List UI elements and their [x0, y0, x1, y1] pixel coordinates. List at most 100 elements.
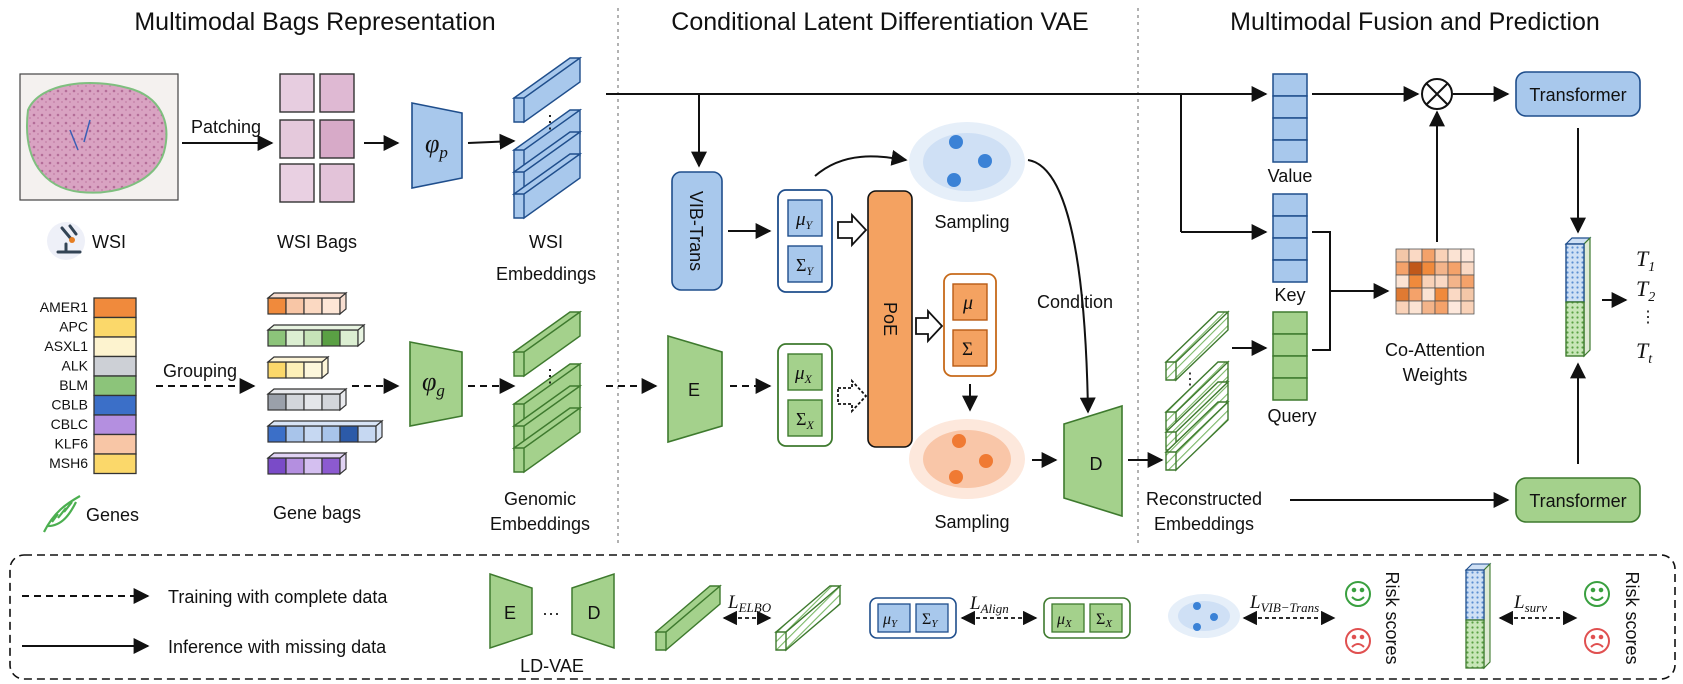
- mu-sigma-x-box: μX ΣX: [777, 343, 833, 447]
- reconstructed-label-line1: Reconstructed: [1146, 489, 1262, 509]
- phi-p-encoder: [411, 102, 463, 189]
- svg-text:D: D: [588, 603, 601, 623]
- phi-g-encoder: [409, 341, 463, 427]
- heatmap-cell: [1460, 261, 1475, 276]
- transformer-bottom-block: [1515, 477, 1641, 523]
- gene-name: ALK: [62, 358, 89, 374]
- wsi-bags-grid: [279, 73, 355, 203]
- heatmap-cell: [1408, 274, 1423, 289]
- heatmap-cell: [1447, 300, 1462, 315]
- gene-swatch: [93, 297, 137, 319]
- wsi-embeddings-stack: [511, 56, 583, 220]
- dna-icon: [43, 495, 81, 533]
- recon-vdots: ⋮: [1182, 371, 1198, 388]
- gene-row: APC: [59, 316, 137, 338]
- gene-row: BLM: [59, 375, 137, 397]
- vib-trans-block: [671, 171, 723, 291]
- legend-dashed-text: Training with complete data: [168, 587, 388, 607]
- heatmap-cell: [1447, 287, 1462, 302]
- heatmap-cell: [1395, 300, 1410, 315]
- sampling-blue-blob: [909, 122, 1025, 202]
- transformer-top-block: [1515, 71, 1641, 117]
- phi-p-symbol: φp: [425, 129, 448, 162]
- gene-name: APC: [59, 319, 88, 335]
- legend-box: [9, 554, 1676, 680]
- title-fusion: Multimodal Fusion and Prediction: [1230, 8, 1600, 36]
- happy-face-icon-2: [1584, 581, 1610, 607]
- gene-swatch: [93, 414, 137, 436]
- gene-row: CBLB: [51, 394, 137, 416]
- vib-trans-label: VIB-Trans: [686, 191, 706, 271]
- gene-swatch: [93, 433, 137, 455]
- legend-vib: LVIB−Trans: [1168, 592, 1336, 638]
- heatmap-cell: [1434, 248, 1449, 263]
- gene-swatch: [93, 316, 137, 338]
- condition-label: Condition: [1037, 292, 1113, 312]
- svg-text:LD-VAE: LD-VAE: [520, 656, 584, 676]
- title-bags: Multimodal Bags Representation: [134, 8, 495, 36]
- svg-text:LAlign: LAlign: [969, 593, 1009, 616]
- heatmap-cell: [1434, 261, 1449, 276]
- heatmap-cell: [1460, 248, 1475, 263]
- heatmap-cell: [1395, 287, 1410, 302]
- wsi-embeddings-vdots: ⋮: [541, 112, 559, 132]
- query-stack: [1272, 311, 1308, 401]
- genomic-embeddings-vdots: ⋮: [541, 366, 559, 386]
- gene-bags: [266, 291, 384, 476]
- svg-text:LVIB−Trans: LVIB−Trans: [1249, 592, 1319, 615]
- svg-text:μ: μ: [962, 292, 973, 314]
- gene-row: MSH6: [49, 453, 137, 475]
- microscope-icon: [47, 222, 85, 260]
- svg-text:Σ: Σ: [962, 339, 973, 360]
- patching-label: Patching: [191, 117, 261, 137]
- heatmap-cell: [1408, 287, 1423, 302]
- poe-to-mu-hollow-arrow: [915, 308, 944, 344]
- heatmap-cell: [1408, 300, 1423, 315]
- gene-swatch: [93, 394, 137, 416]
- value-label: Value: [1268, 166, 1313, 186]
- gene-name: MSH6: [49, 455, 88, 471]
- phi-g-symbol: φg: [422, 367, 445, 400]
- mu-sigma-box: μ Σ: [943, 273, 997, 377]
- heatmap-cell: [1395, 274, 1410, 289]
- key-stack: [1272, 193, 1308, 283]
- gene-row: AMER1: [40, 297, 137, 319]
- decoder-d: [1063, 404, 1123, 518]
- poe-block: [867, 190, 913, 448]
- transformer-bottom-label: Transformer: [1529, 491, 1626, 511]
- heatmap-cell: [1421, 248, 1436, 263]
- heatmap-cell: [1460, 274, 1475, 289]
- muy-to-sampling-arrow: [814, 149, 908, 177]
- svg-text:ΣX: ΣX: [796, 409, 814, 432]
- poe-label: PoE: [880, 302, 900, 336]
- genes-label: Genes: [86, 505, 139, 525]
- reconstructed-embeddings-stack: [1164, 310, 1230, 472]
- multiply-icon: [1421, 78, 1453, 110]
- fused-embedding-bar: [1564, 236, 1592, 358]
- output-vdots: ⋮: [1640, 309, 1656, 326]
- gene-name: BLM: [59, 377, 88, 393]
- title-vae: Conditional Latent Differentiation VAE: [671, 8, 1088, 36]
- heatmap-cell: [1434, 287, 1449, 302]
- gene-name: AMER1: [40, 299, 88, 315]
- heatmap-cell: [1421, 287, 1436, 302]
- co-attention-label-line1: Co-Attention: [1385, 340, 1485, 360]
- heatmap-cell: [1421, 261, 1436, 276]
- encoder-e-label: E: [688, 380, 700, 400]
- legend-align: μY ΣY LAlign μX ΣX: [869, 593, 1131, 639]
- wsi-slide-image: [19, 73, 179, 201]
- heatmap-cell: [1408, 261, 1423, 276]
- svg-text:···: ···: [542, 603, 560, 623]
- gene-row: CBLC: [51, 414, 137, 436]
- svg-text:ΣY: ΣY: [796, 255, 814, 278]
- sampling-bottom-label: Sampling: [934, 512, 1009, 532]
- sad-face-icon-2: [1584, 628, 1610, 654]
- wsi-embeddings-label-line1: WSI: [529, 232, 563, 252]
- heatmap-cell: [1447, 261, 1462, 276]
- heatmap-cell: [1434, 300, 1449, 315]
- risk-scores-label-2: Risk scores: [1622, 571, 1642, 664]
- gene-name: KLF6: [55, 436, 89, 452]
- sad-face-icon: [1345, 628, 1371, 654]
